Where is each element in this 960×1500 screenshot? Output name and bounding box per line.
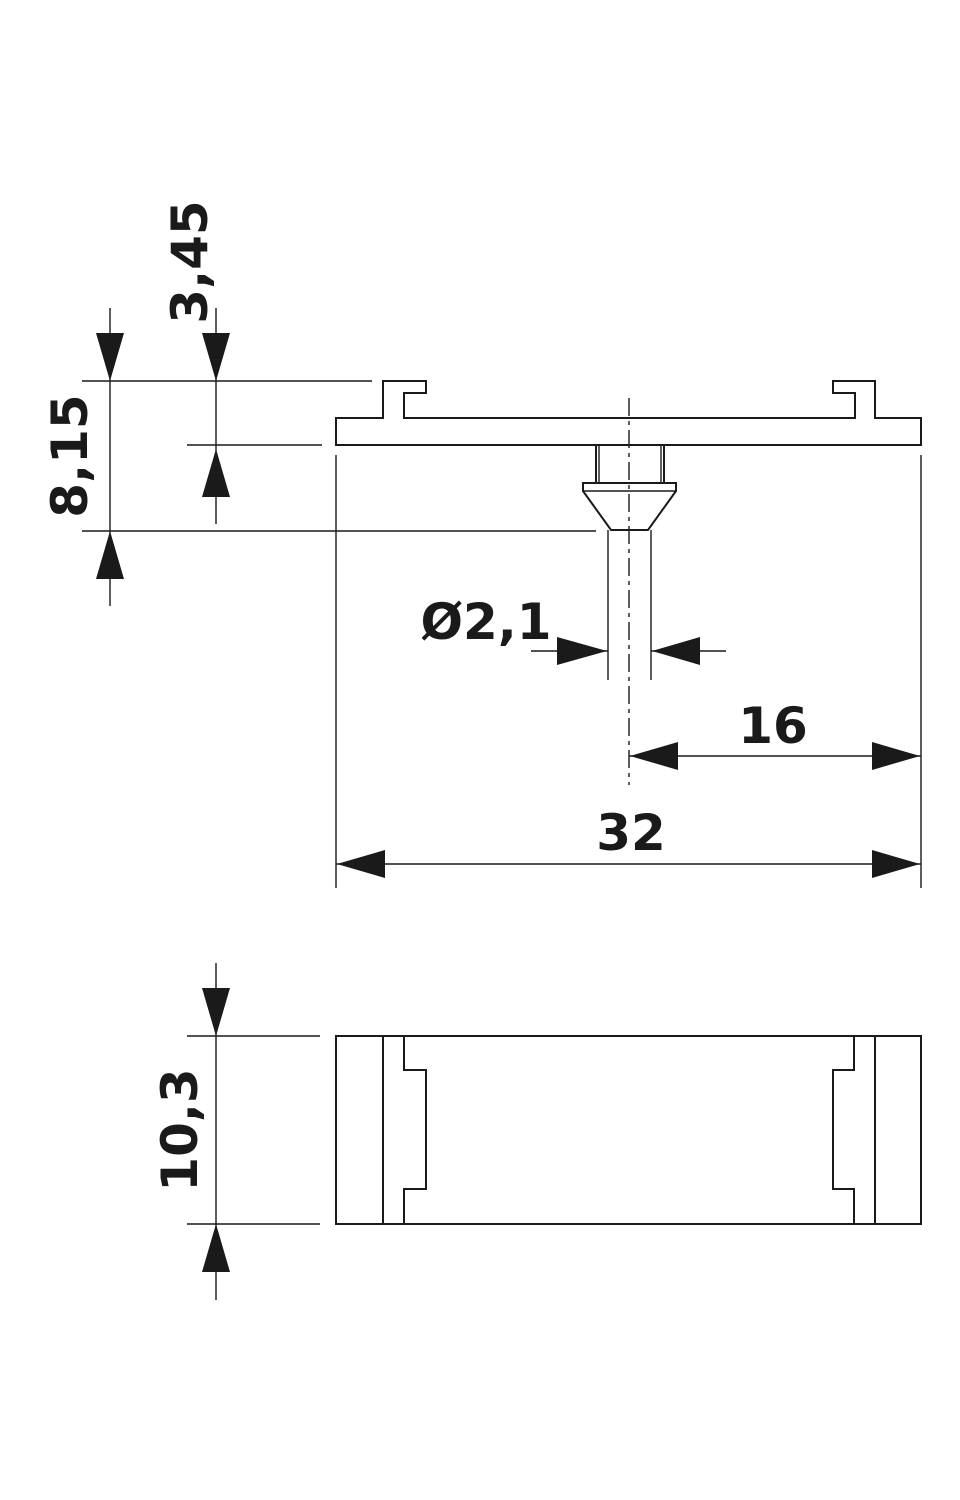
- dimension-label: 10,3: [151, 1068, 209, 1191]
- arrow-right: [557, 637, 607, 665]
- side-clip-right: [832, 1036, 855, 1224]
- arrow-right: [872, 742, 920, 770]
- dimension-label: 3,45: [161, 200, 219, 323]
- pin-shank: [595, 445, 665, 483]
- dimension-side-height: 10,3: [151, 963, 320, 1300]
- side-outline: [335, 1035, 922, 1225]
- arrow-down: [96, 333, 124, 381]
- side-view: [335, 1035, 922, 1225]
- arrow-down: [202, 333, 230, 381]
- arrow-left: [630, 742, 678, 770]
- dimension-label: 8,15: [41, 394, 99, 517]
- dimension-half-width: 16: [629, 455, 922, 888]
- dimension-width: 32: [335, 455, 921, 888]
- arrow-up: [202, 449, 230, 497]
- dimension-height-upper: 3,45: [161, 200, 322, 524]
- arrow-left: [652, 637, 700, 665]
- arrow-left: [337, 850, 385, 878]
- arrow-up: [96, 531, 124, 579]
- front-view: [335, 380, 922, 785]
- side-clip-left: [403, 1036, 427, 1224]
- dimension-height-total: 8,15: [41, 308, 596, 606]
- dimension-diameter: Ø2,1: [420, 593, 726, 665]
- arrow-right: [872, 850, 920, 878]
- dimension-label: 16: [738, 697, 808, 755]
- arrow-up: [202, 1224, 230, 1272]
- part-outline: [335, 380, 922, 446]
- dimension-label: 32: [596, 804, 666, 862]
- arrow-down: [202, 988, 230, 1036]
- dimension-label: Ø2,1: [420, 593, 551, 651]
